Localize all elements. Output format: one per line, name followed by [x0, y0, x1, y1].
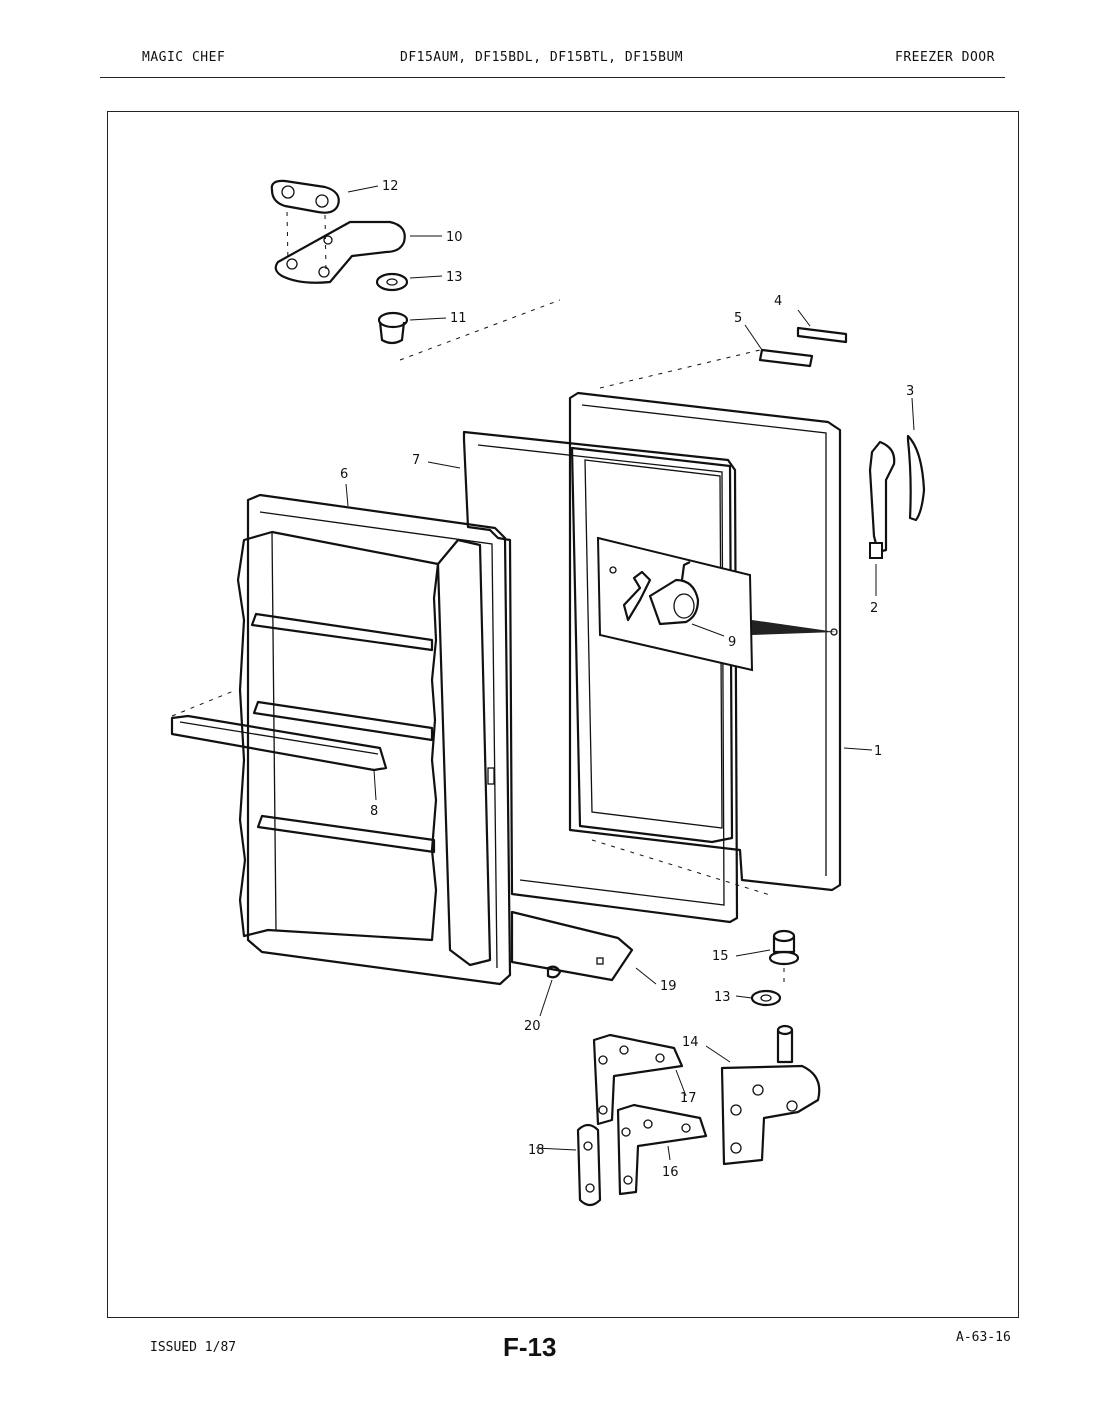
door-gasket [462, 430, 739, 924]
callout-label: 1 [874, 744, 882, 759]
callout-label: 6 [340, 467, 348, 482]
callout-label: 2 [870, 601, 878, 616]
door-liner [236, 493, 512, 986]
page-code: F-13 [503, 1332, 557, 1362]
diagram-frame [107, 111, 1019, 1318]
callout-label: 5 [734, 311, 742, 326]
callout-label: 20 [524, 1019, 541, 1034]
reference-code: A-63-16 [956, 1330, 1011, 1345]
callout-label: 16 [662, 1165, 679, 1180]
callout-label: 7 [412, 453, 420, 468]
callout-label: 10 [446, 230, 463, 245]
header-rule [100, 77, 1005, 78]
callout-label: 13 [446, 270, 463, 285]
callout-labels: 12 10 13 11 4 5 3 7 6 2 9 1 8 15 13 19 2… [340, 179, 914, 1180]
callout-label: 11 [450, 311, 467, 326]
strips [758, 326, 848, 368]
callout-label: 17 [680, 1091, 697, 1106]
callout-label: 13 [714, 990, 731, 1005]
door-outer-panel [568, 391, 842, 892]
callout-label: 15 [712, 949, 729, 964]
callout-label: 3 [906, 384, 914, 399]
bottom-channel [510, 910, 634, 982]
callout-label: 9 [728, 635, 736, 650]
callout-label: 8 [370, 804, 378, 819]
callout-label: 14 [682, 1035, 699, 1050]
top-hinge-assembly [270, 179, 409, 345]
shelf-bar [170, 689, 388, 772]
section-title: FREEZER DOOR [895, 50, 995, 65]
brand-label: MAGIC CHEF [142, 50, 226, 65]
callout-label: 4 [774, 294, 782, 309]
door-handle [868, 434, 926, 559]
callout-label: 19 [660, 979, 677, 994]
leader-lines [345, 185, 915, 1161]
lock-inset [596, 536, 836, 672]
callout-label: 18 [528, 1143, 545, 1158]
issued-date: ISSUED 1/87 [150, 1340, 237, 1355]
model-list: DF15AUM, DF15BDL, DF15BTL, DF15BUM [400, 50, 684, 65]
bottom-hinge-assembly [576, 929, 821, 1207]
callout-label: 12 [382, 179, 399, 194]
